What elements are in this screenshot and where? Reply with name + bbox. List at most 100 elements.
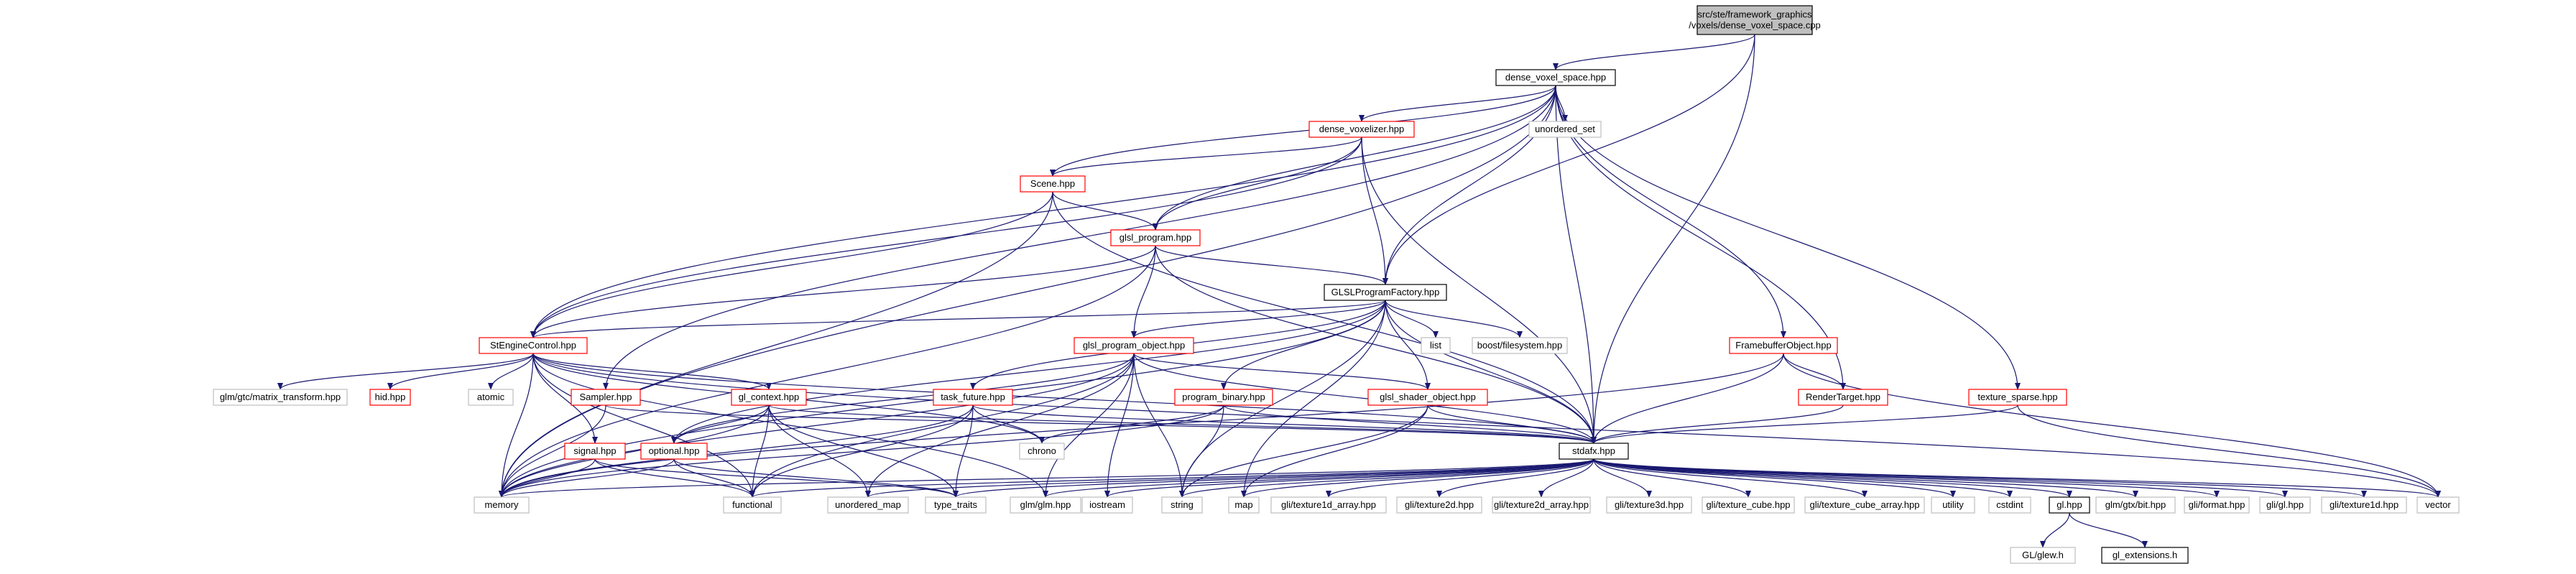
edge-steng-to-glctx	[532, 353, 772, 390]
edge-line	[1385, 300, 1597, 444]
node-label: gl_extensions.h	[2113, 550, 2177, 560]
node-vector: vector	[2416, 496, 2460, 514]
node-progbin[interactable]: program_binary.hpp	[1174, 389, 1273, 406]
node-glhpp[interactable]: gl.hpp	[2049, 496, 2090, 514]
node-box	[2321, 496, 2407, 514]
edge-line	[953, 404, 974, 498]
edge-line	[1593, 458, 2072, 498]
node-sampler[interactable]: Sampler.hpp	[571, 389, 641, 406]
node-box	[1174, 389, 1273, 406]
node-fbo[interactable]: FramebufferObject.hpp	[1729, 337, 1838, 354]
edge-line	[499, 404, 1224, 498]
node-box	[1492, 496, 1591, 514]
node-box	[1798, 389, 1888, 406]
node-root[interactable]: src/ste/framework_graphics/voxels/dense_…	[1689, 5, 1821, 35]
edge-line	[1050, 85, 1556, 177]
node-label: type_traits	[934, 499, 977, 510]
edge-steng-to-vector	[532, 353, 2441, 498]
node-box	[1396, 496, 1482, 514]
node-dvs[interactable]: dense_voxel_space.hpp	[1495, 69, 1616, 86]
node-label: gli/format.hpp	[2189, 499, 2245, 510]
edge-line	[768, 404, 1597, 444]
node-label: glm/glm.hpp	[1020, 499, 1071, 510]
node-label: dense_voxel_space.hpp	[1505, 72, 1606, 83]
node-box	[2010, 547, 2076, 564]
edge-progbin-to-memory	[499, 404, 1224, 498]
edge-line	[532, 353, 598, 444]
node-label: functional	[732, 499, 772, 510]
edge-fbo-to-stdafx	[1591, 353, 1784, 444]
edge-line	[1133, 353, 1597, 444]
node-steng[interactable]: StEngineControl.hpp	[479, 337, 588, 354]
edge-dvz-to-glslprog	[1153, 136, 1362, 231]
edge-glslprog-to-memory	[499, 245, 1156, 498]
node-box	[1702, 496, 1795, 514]
node-stdafx[interactable]: stdafx.hpp	[1559, 443, 1629, 460]
edge-line	[499, 404, 606, 498]
edge-stdafx-to-gli3d	[1593, 458, 1652, 498]
node-label: glm/gtc/matrix_transform.hpp	[220, 392, 341, 402]
edge-fbo-to-rtarget	[1783, 353, 1846, 390]
node-scene[interactable]: Scene.hpp	[1020, 175, 1086, 193]
node-gli2da: gli/texture2d_array.hpp	[1492, 496, 1591, 514]
node-glslfac[interactable]: GLSLProgramFactory.hpp	[1324, 284, 1447, 301]
node-glslprog[interactable]: glsl_program.hpp	[1110, 229, 1201, 246]
node-label: gli/texture1d_array.hpp	[1281, 499, 1376, 510]
edge-line	[1382, 34, 1755, 285]
edge-line	[972, 404, 1045, 444]
node-texsparse[interactable]: texture_sparse.hpp	[1968, 389, 2067, 406]
node-box	[1020, 175, 1086, 193]
node-rtarget[interactable]: RenderTarget.hpp	[1798, 389, 1888, 406]
edge-line	[488, 353, 534, 390]
node-glslso[interactable]: glsl_shader_object.hpp	[1367, 389, 1488, 406]
node-label: Sampler.hpp	[580, 392, 632, 402]
node-hid[interactable]: hid.hpp	[369, 389, 411, 406]
edge-line	[499, 458, 675, 498]
node-label: gli/texture3d.hpp	[1615, 499, 1684, 510]
node-dvz[interactable]: dense_voxelizer.hpp	[1308, 121, 1415, 138]
node-box	[213, 389, 348, 406]
edge-line	[499, 458, 596, 498]
node-box	[1696, 5, 1813, 35]
edge-stdafx-to-gli2d	[1436, 458, 1594, 498]
node-glctx[interactable]: gl_context.hpp	[731, 389, 807, 406]
edge-line	[1104, 458, 1594, 498]
node-box	[571, 389, 641, 406]
node-umap: unordered_map	[827, 496, 909, 514]
node-optional[interactable]: optional.hpp	[640, 443, 708, 460]
node-label: map	[1234, 499, 1252, 510]
node-label: unordered_set	[1535, 124, 1595, 134]
edge-line	[1593, 458, 2220, 498]
edge-line	[671, 353, 1135, 444]
node-box	[933, 389, 1013, 406]
edge-line	[953, 458, 1594, 498]
edge-stdafx-to-map	[1241, 458, 1594, 498]
node-taskf[interactable]: task_future.hpp	[933, 389, 1013, 406]
node-label: utility	[1942, 499, 1964, 510]
edge-line	[1179, 404, 1428, 498]
edge-dvs-to-rtarget	[1555, 85, 1846, 390]
edge-line	[1385, 300, 1523, 338]
edge-line	[387, 353, 534, 390]
node-box	[1010, 496, 1081, 514]
edge-line	[972, 404, 1597, 444]
edge-line	[673, 458, 959, 498]
node-label: vector	[2425, 499, 2451, 510]
edge-line	[1052, 191, 1597, 444]
edge-line	[749, 353, 1135, 498]
node-label: glsl_shader_object.hpp	[1380, 392, 1476, 402]
node-signal[interactable]: signal.hpp	[564, 443, 626, 460]
node-glext[interactable]: gl_extensions.h	[2101, 547, 2189, 564]
node-glicubea: gli/texture_cube_array.hpp	[1804, 496, 1925, 514]
edge-dvs-to-texsparse	[1555, 85, 2021, 390]
node-label: gli/texture2d.hpp	[1405, 499, 1474, 510]
edge-steng-to-signal	[532, 353, 598, 444]
node-glslpo[interactable]: glsl_program_object.hpp	[1074, 337, 1194, 354]
edge-line	[1593, 458, 1751, 498]
edge-line	[1593, 458, 1956, 498]
edge-dvs-to-steng	[530, 85, 1556, 338]
edge-line	[1593, 458, 2138, 498]
node-label: RenderTarget.hpp	[1806, 392, 1880, 402]
edge-optional-to-typetraits	[673, 458, 959, 498]
edge-glslpo-to-glmglm	[1043, 353, 1135, 498]
